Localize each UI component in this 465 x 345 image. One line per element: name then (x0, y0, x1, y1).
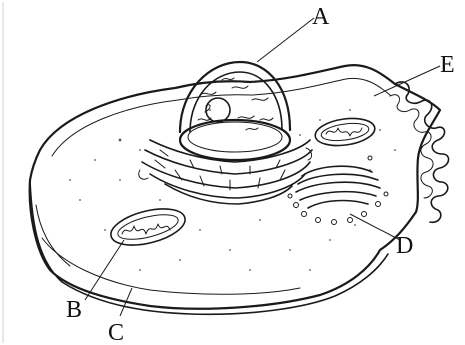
golgi-apparatus (288, 156, 388, 225)
label-e: E (440, 52, 455, 78)
cytoplasm-dots (69, 109, 396, 271)
leader-e (374, 66, 440, 96)
label-d: D (396, 233, 413, 259)
leader-d (350, 214, 400, 240)
mitochondrion-upper (313, 115, 376, 149)
label-b: B (66, 297, 82, 323)
label-c: C (108, 320, 124, 345)
label-a: A (312, 4, 330, 30)
endoplasmic-reticulum (139, 140, 312, 204)
label-leaders (85, 18, 440, 316)
mitochondrion-b (107, 202, 188, 251)
nucleus (180, 62, 290, 160)
cell-membrane (30, 65, 449, 314)
leader-b (85, 240, 124, 300)
leader-a (257, 18, 314, 62)
